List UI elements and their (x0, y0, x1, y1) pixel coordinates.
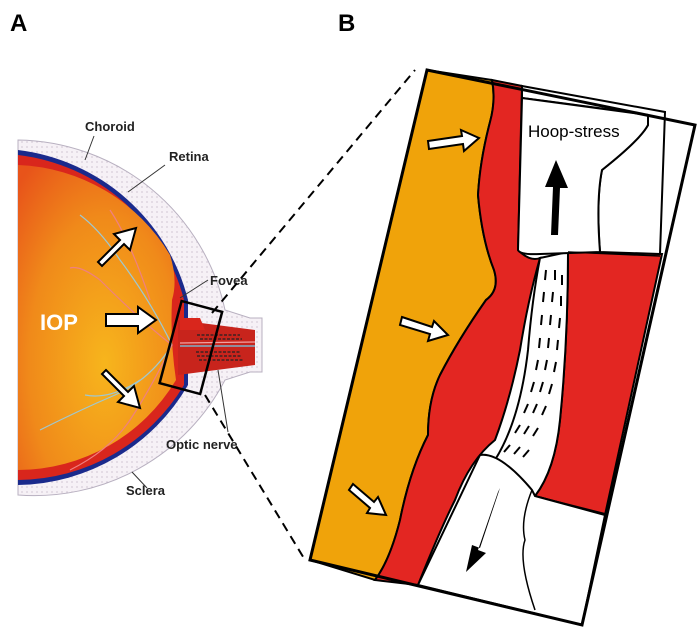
optic-nerve-label: Optic nerve (166, 437, 238, 452)
upper-sclera-inner (516, 96, 649, 256)
zoom-box (158, 299, 224, 396)
pressure-arrow-3-icon (347, 482, 388, 517)
iop-arrows (96, 226, 158, 410)
arrow-down-right-icon (100, 368, 142, 410)
zoom-frame (308, 68, 697, 627)
sclera-label: Sclera (126, 483, 166, 498)
hoop-stress-arrow-down-icon (466, 488, 500, 572)
eye-cross-section: IOP Choroid Retina Fovea Optic nerve Scl… (17, 119, 263, 498)
panel-b-label: B (338, 10, 355, 37)
pressure-arrow-2-icon (398, 315, 450, 343)
pressure-arrow-1-icon (426, 128, 481, 153)
iop-label: IOP (40, 310, 78, 335)
projection-lines (204, 69, 416, 561)
arrow-up-right-icon (96, 226, 138, 268)
retina-label: Retina (169, 149, 210, 164)
retina-region (373, 78, 542, 587)
panel-a-label: A (10, 10, 27, 37)
optic-nerve (178, 318, 256, 375)
choroid-label: Choroid (85, 119, 135, 134)
arrow-right-icon (105, 305, 158, 335)
hoop-stress-arrow-up-icon (545, 160, 568, 235)
hoop-stress-label: Hoop-stress (528, 122, 620, 141)
fiber-dashes (503, 269, 563, 458)
fovea-label: Fovea (210, 273, 248, 288)
retinal-vessels (39, 209, 173, 471)
pressure-arrows (347, 128, 481, 517)
zoomed-optic-nerve-head: Hoop-stress (308, 68, 697, 627)
